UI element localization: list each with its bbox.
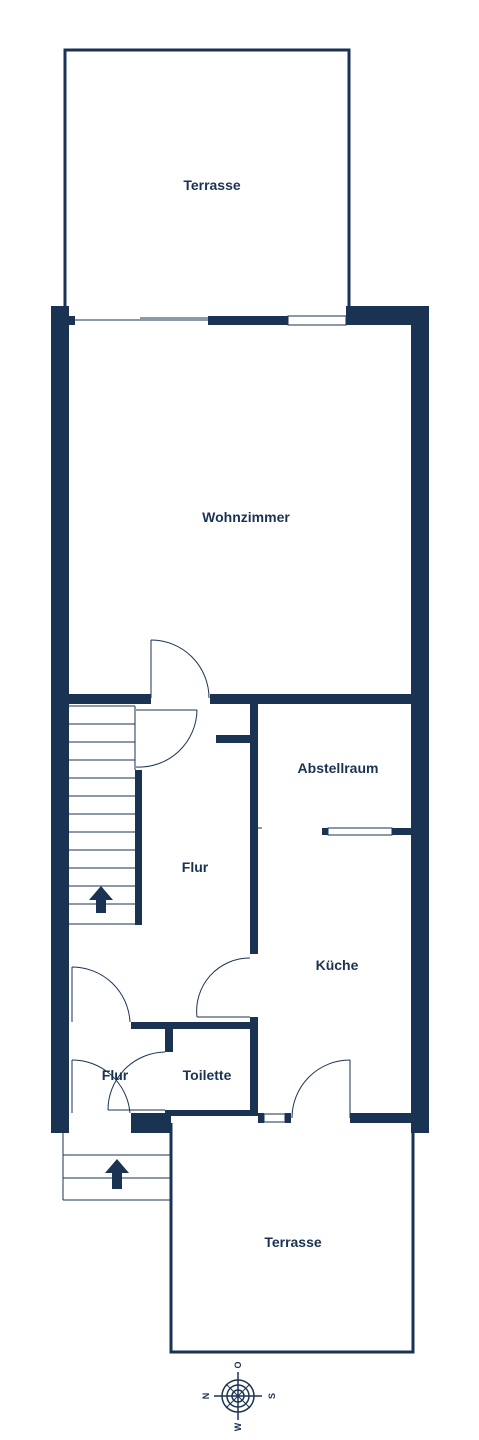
compass-south: S xyxy=(267,1393,277,1399)
room-label-terrasse-top: Terrasse xyxy=(183,177,241,193)
compass-west: W xyxy=(233,1422,243,1431)
compass-east: O xyxy=(233,1361,243,1368)
terrace-bottom-outline xyxy=(169,1123,415,1354)
compass-icon: N O S W xyxy=(201,1361,277,1431)
room-label-kueche: Küche xyxy=(316,957,359,973)
room-label-flur-main: Flur xyxy=(182,859,209,875)
thin-lines xyxy=(62,315,393,1201)
room-label-toilette: Toilette xyxy=(183,1067,232,1083)
room-label-terrasse-bottom: Terrasse xyxy=(264,1234,322,1250)
room-label-flur-small: Flur xyxy=(102,1067,129,1083)
compass-north: N xyxy=(201,1393,211,1400)
stair-arrow-main-icon xyxy=(89,886,113,913)
stairs-main xyxy=(69,705,136,925)
room-label-abstellraum: Abstellraum xyxy=(298,760,379,776)
room-label-wohnzimmer: Wohnzimmer xyxy=(202,509,290,525)
terrace-top-outline xyxy=(63,48,351,318)
stair-arrow-entrance-icon xyxy=(105,1159,129,1189)
main-walls xyxy=(51,306,429,1133)
